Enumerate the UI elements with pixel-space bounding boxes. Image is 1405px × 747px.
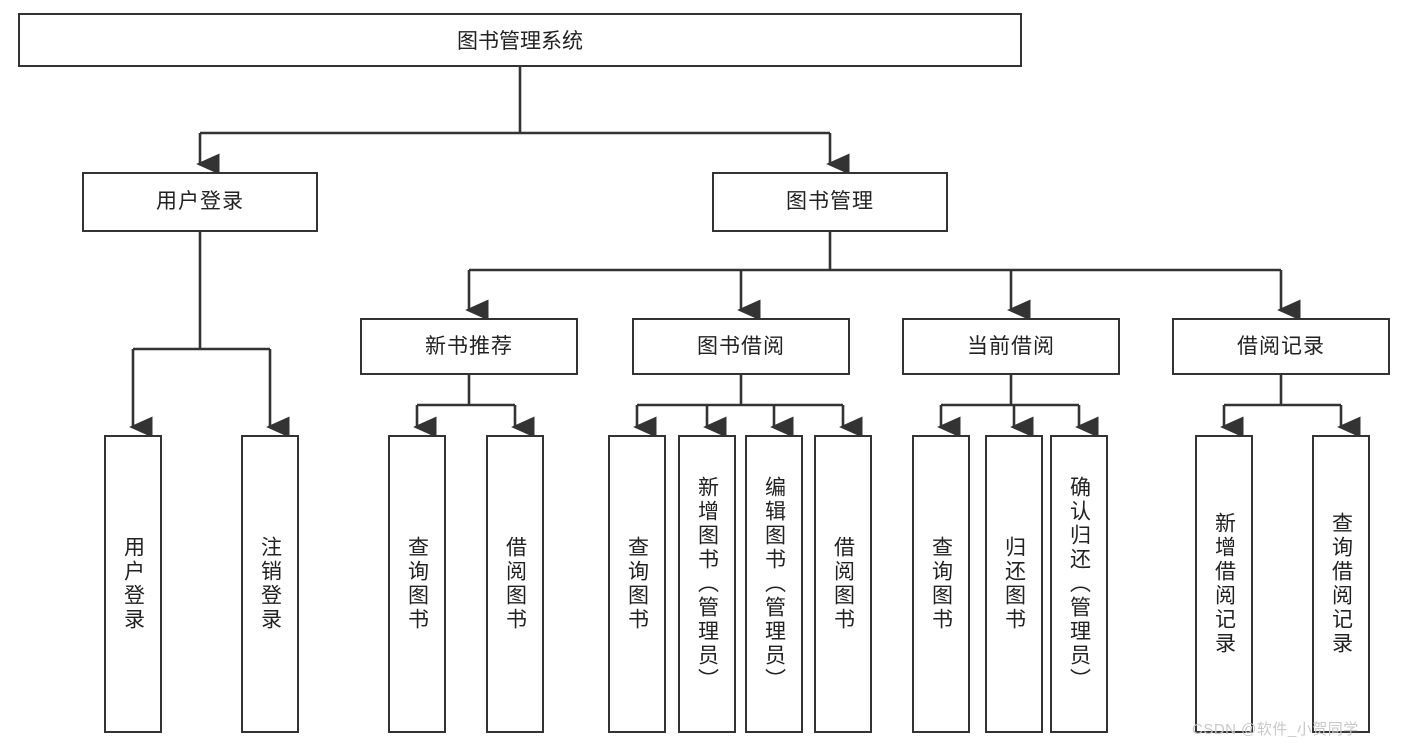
leaf-query-book-current-label: 查询图书 (929, 536, 953, 632)
leaf-user-login[interactable]: 用户登录 (104, 435, 162, 733)
leaf-add-book-admin[interactable]: 新增图书（管理员） (678, 435, 736, 733)
leaf-query-book-recommend-label: 查询图书 (405, 536, 429, 632)
leaf-user-logout-label: 注销登录 (258, 536, 282, 632)
leaf-query-borrow-record-label: 查询借阅记录 (1329, 512, 1353, 656)
leaf-query-book-recommend[interactable]: 查询图书 (388, 435, 446, 733)
leaf-edit-book-admin-label: 编辑图书（管理员） (762, 476, 786, 692)
leaf-query-borrow-record[interactable]: 查询借阅记录 (1312, 435, 1370, 733)
node-current-borrow[interactable]: 当前借阅 (902, 318, 1120, 375)
leaf-add-borrow-record[interactable]: 新增借阅记录 (1195, 435, 1253, 733)
leaf-return-book[interactable]: 归还图书 (985, 435, 1043, 733)
node-book-borrow-label: 图书借阅 (697, 334, 785, 358)
node-book-management[interactable]: 图书管理 (712, 172, 948, 232)
leaf-confirm-return-admin[interactable]: 确认归还（管理员） (1050, 435, 1108, 733)
leaf-query-book-current[interactable]: 查询图书 (912, 435, 970, 733)
leaf-return-book-label: 归还图书 (1002, 536, 1026, 632)
node-root[interactable]: 图书管理系统 (18, 13, 1022, 67)
node-book-management-label: 图书管理 (786, 190, 874, 214)
leaf-borrow-book-recommend[interactable]: 借阅图书 (486, 435, 544, 733)
node-new-book-recommend[interactable]: 新书推荐 (360, 318, 578, 375)
leaf-borrow-book[interactable]: 借阅图书 (814, 435, 872, 733)
leaf-add-book-admin-label: 新增图书（管理员） (695, 476, 719, 692)
node-user-login[interactable]: 用户登录 (82, 172, 318, 232)
leaf-borrow-book-label: 借阅图书 (831, 536, 855, 632)
leaf-edit-book-admin[interactable]: 编辑图书（管理员） (745, 435, 803, 733)
node-book-borrow[interactable]: 图书借阅 (632, 318, 850, 375)
node-current-borrow-label: 当前借阅 (967, 334, 1055, 358)
leaf-query-book-borrow[interactable]: 查询图书 (608, 435, 666, 733)
leaf-user-logout[interactable]: 注销登录 (241, 435, 299, 733)
leaf-borrow-book-recommend-label: 借阅图书 (503, 536, 527, 632)
csdn-watermark: CSDN @软件_小贺同学 (1192, 721, 1359, 738)
node-borrow-record[interactable]: 借阅记录 (1172, 318, 1390, 375)
node-new-book-recommend-label: 新书推荐 (425, 334, 513, 358)
leaf-add-borrow-record-label: 新增借阅记录 (1212, 512, 1236, 656)
node-root-label: 图书管理系统 (457, 30, 583, 53)
leaf-confirm-return-admin-label: 确认归还（管理员） (1067, 476, 1091, 692)
node-user-login-label: 用户登录 (156, 190, 244, 214)
leaf-query-book-borrow-label: 查询图书 (625, 536, 649, 632)
node-borrow-record-label: 借阅记录 (1237, 334, 1325, 358)
leaf-user-login-label: 用户登录 (121, 536, 145, 632)
